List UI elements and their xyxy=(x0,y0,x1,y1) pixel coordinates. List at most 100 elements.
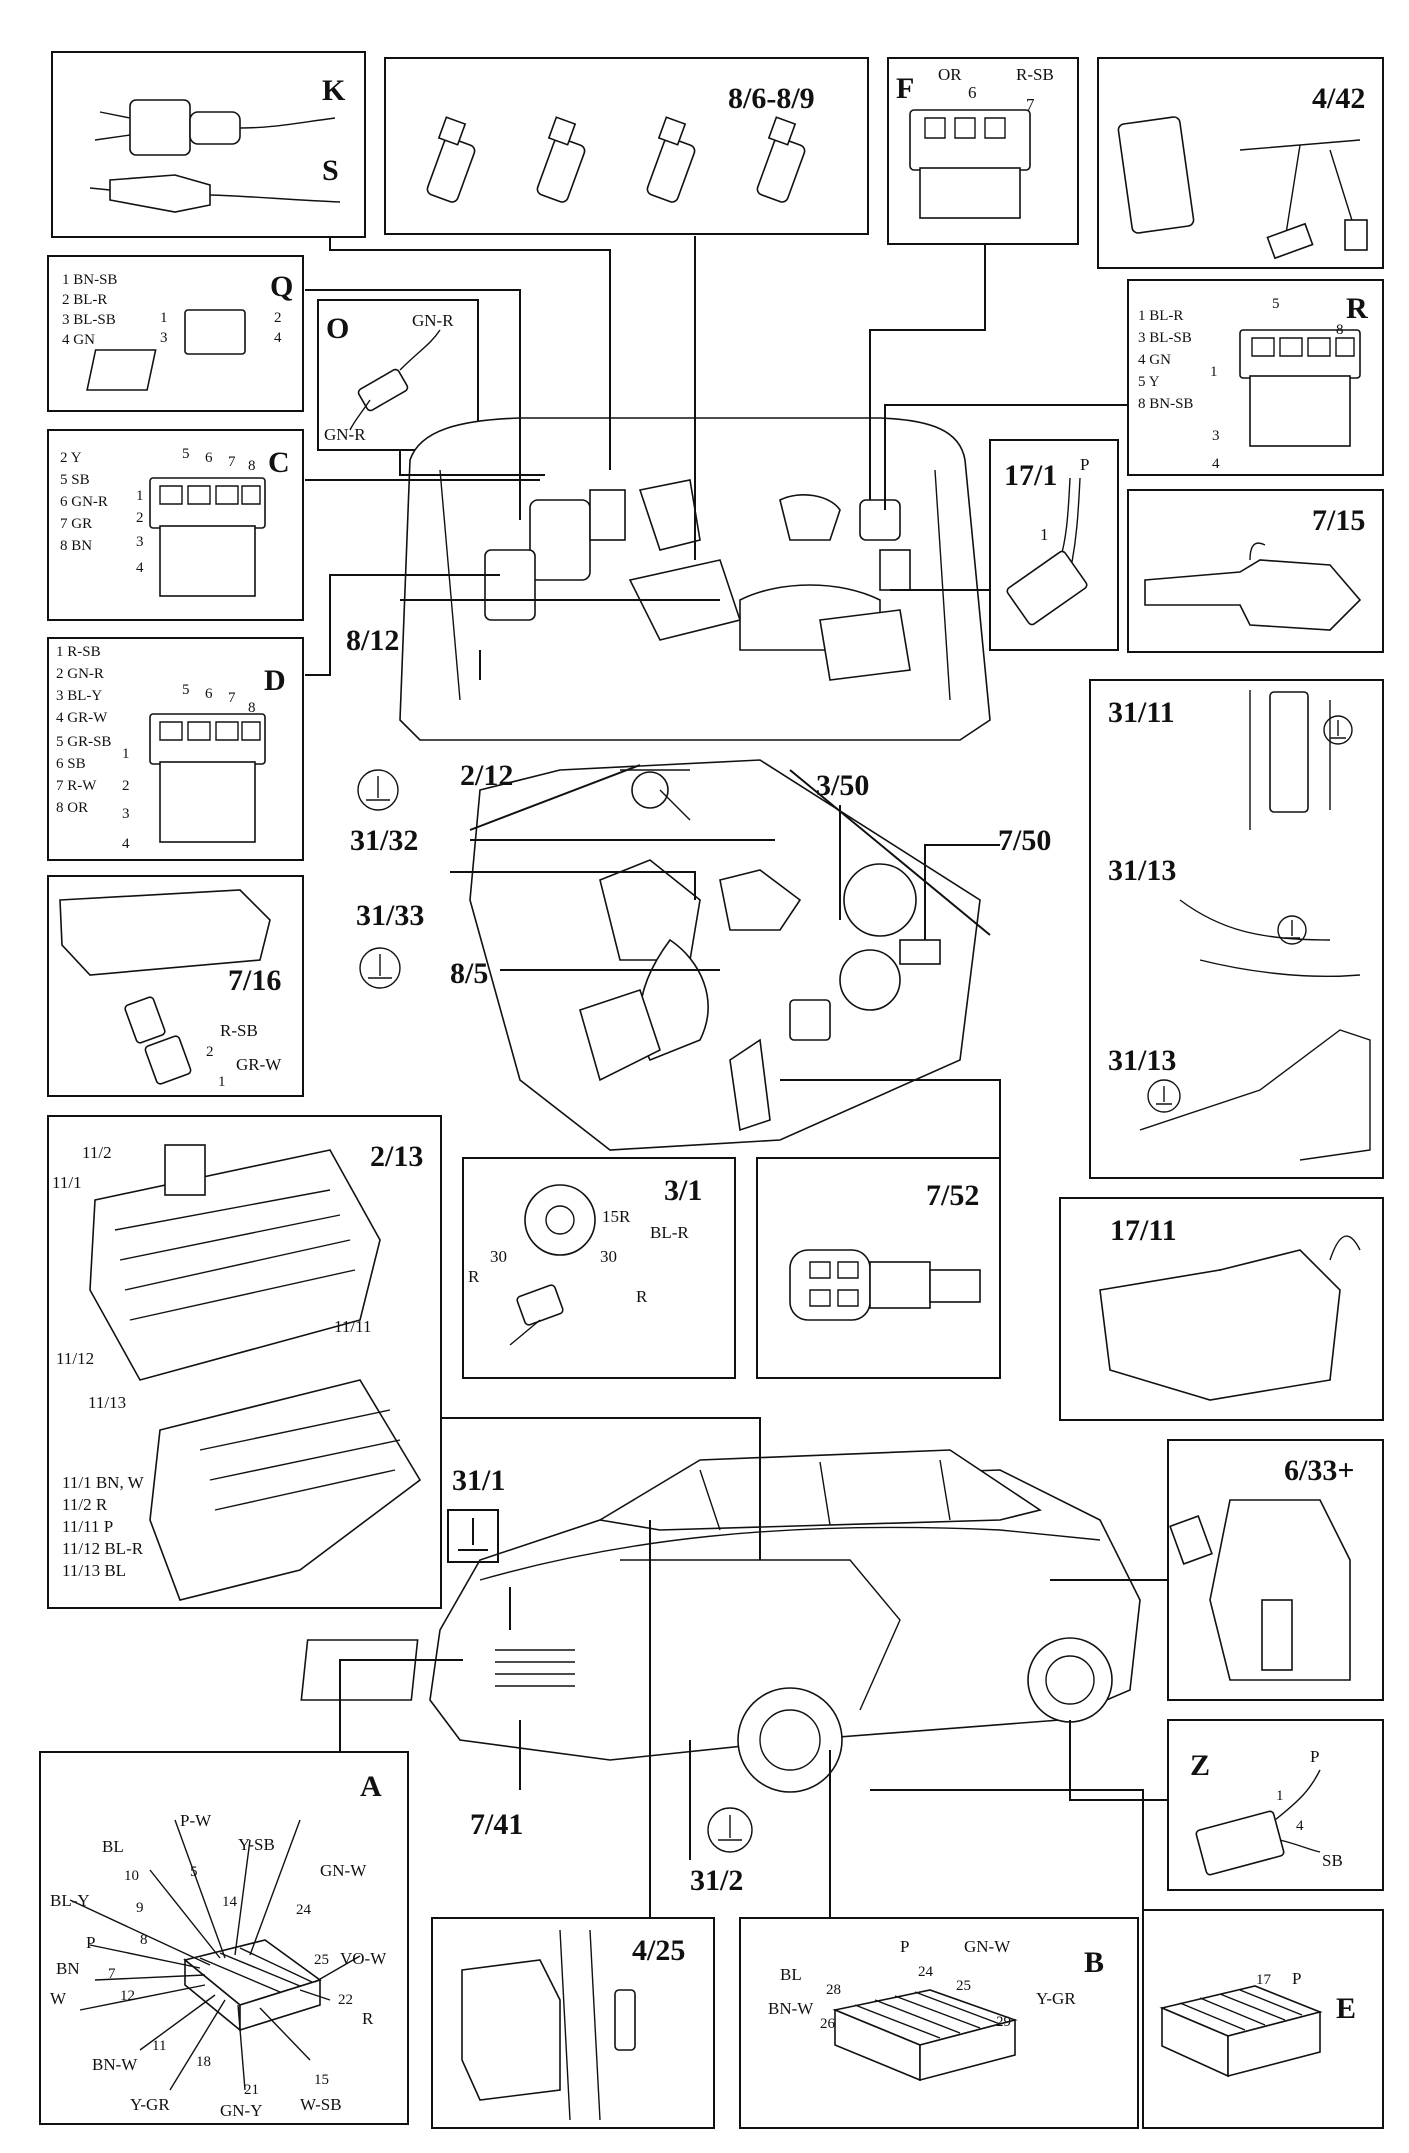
label-z: Z xyxy=(1190,1749,1210,1782)
label-o: O xyxy=(326,312,349,345)
label-17-1: 17/1 xyxy=(1004,459,1057,492)
c-legend-5: 8 BN xyxy=(60,538,92,554)
d-legend-7: 7 R-W xyxy=(56,778,97,794)
q-legend-3: 3 BL-SB xyxy=(62,312,116,328)
a-pin-8: 8 xyxy=(140,1932,148,1948)
r-pin-3: 3 xyxy=(1212,428,1220,444)
ground-symbol-icon xyxy=(357,769,399,811)
17-1-pin-1: 1 xyxy=(1040,525,1049,544)
label-r: R xyxy=(1346,292,1368,325)
d-pin-4: 4 xyxy=(122,836,130,852)
fuse-11-12: 11/12 xyxy=(56,1349,94,1368)
3-1-pin-30-right: 30 xyxy=(600,1247,617,1266)
c-pin-3: 3 xyxy=(136,534,144,550)
injector-1 xyxy=(426,116,476,203)
connector-s-drawing xyxy=(89,174,341,213)
r-pin-8: 8 xyxy=(1336,322,1344,338)
b-pin-y-gr: Y-GR xyxy=(1036,1989,1076,2008)
f-pin-r-sb: R-SB xyxy=(1016,65,1054,84)
panel-z: Z P 1 4 SB xyxy=(1167,1719,1384,1891)
ground-symbol-icon xyxy=(707,1807,753,1853)
a-pin-w-sb: W-SB xyxy=(300,2095,342,2114)
panel-b: B P GN-W BL 28 24 25 BN-W 26 Y-GR 29 xyxy=(739,1917,1139,2129)
label-31-11: 31/11 xyxy=(1108,696,1175,729)
panel-17-1: 17/1 P 1 xyxy=(989,439,1119,651)
d-pin-7: 7 xyxy=(228,690,236,706)
a-pin-w: W xyxy=(50,1989,67,2008)
fuse-11-11: 11/11 xyxy=(334,1317,371,1336)
a-pin-r: R xyxy=(362,2009,374,2028)
fuse-11-1: 11/1 xyxy=(52,1173,82,1192)
panel-31-11: 31/11 31/13 31/13 xyxy=(1089,679,1384,1179)
panel-17-11: 17/11 xyxy=(1059,1197,1384,1421)
label-7-16: 7/16 xyxy=(228,964,281,997)
d-legend-3: 3 BL-Y xyxy=(56,688,102,704)
q-pin-2: 2 xyxy=(274,310,282,326)
3-1-wire-r-left: R xyxy=(468,1267,480,1286)
r-pin-1: 1 xyxy=(1210,364,1218,380)
b-pin-bn-w: BN-W xyxy=(768,1999,814,2018)
injector-3 xyxy=(646,116,696,203)
b-pin-gn-w: GN-W xyxy=(964,1937,1011,1956)
label-4-42: 4/42 xyxy=(1312,82,1365,115)
a-pin-bl: BL xyxy=(102,1837,124,1856)
o-wire-bottom: GN-R xyxy=(324,425,366,444)
center-labels: 8/12 2/12 3/50 7/50 31/32 31/33 8/5 31/1… xyxy=(346,624,1051,1897)
fuse-legend-2: 11/2 R xyxy=(62,1495,108,1514)
c-pin-7: 7 xyxy=(228,454,236,470)
7-16-wire-gr-w: GR-W xyxy=(236,1055,282,1074)
q-legend-2: 2 BL-R xyxy=(62,292,107,308)
label-2-13: 2/13 xyxy=(370,1140,423,1173)
d-pin-8: 8 xyxy=(248,700,256,716)
d-pin-5: 5 xyxy=(182,682,190,698)
f-pin-6: 6 xyxy=(968,83,977,102)
a-pin-p-w: P-W xyxy=(180,1811,212,1830)
label-31-33: 31/33 xyxy=(356,899,424,932)
d-legend-2: 2 GN-R xyxy=(56,666,104,682)
c-pin-2: 2 xyxy=(136,510,144,526)
label-c: C xyxy=(268,446,290,479)
engine-detail-drawing xyxy=(469,759,981,1151)
label-31-32: 31/32 xyxy=(350,824,418,857)
o-wire-top: GN-R xyxy=(412,311,454,330)
c-pin-8: 8 xyxy=(248,458,256,474)
a-pin-25: 25 xyxy=(314,1952,329,1968)
label-3-1: 3/1 xyxy=(664,1174,702,1207)
label-31-13-a: 31/13 xyxy=(1108,854,1176,887)
panel-o: O GN-R GN-R xyxy=(317,299,479,451)
r-legend-1: 1 BL-R xyxy=(1138,308,1183,324)
ground-symbol-icon xyxy=(1323,715,1353,745)
panel-7-15: 7/15 xyxy=(1127,489,1384,653)
leader-lines xyxy=(305,236,1168,1918)
a-pin-18: 18 xyxy=(196,2054,211,2070)
label-s: S xyxy=(322,154,339,187)
17-1-pin-p: P xyxy=(1080,455,1089,474)
label-7-52: 7/52 xyxy=(926,1179,979,1212)
panel-6-33: 6/33+ xyxy=(1167,1439,1384,1701)
injector-4 xyxy=(756,116,806,203)
label-4-25: 4/25 xyxy=(632,1934,685,1967)
label-7-15: 7/15 xyxy=(1312,504,1365,537)
panel-3-1: 3/1 15R BL-R 30 30 R R xyxy=(462,1157,736,1379)
d-legend-1: 1 R-SB xyxy=(56,644,101,660)
q-pin-4: 4 xyxy=(274,330,282,346)
e-pin-17: 17 xyxy=(1256,1972,1272,1988)
ground-symbol-icon xyxy=(1277,915,1307,945)
q-legend-1: 1 BN-SB xyxy=(62,272,117,288)
d-legend-4: 4 GR-W xyxy=(56,710,108,726)
label-2-12: 2/12 xyxy=(460,759,513,792)
injector-2 xyxy=(536,116,586,203)
label-e: E xyxy=(1336,1992,1356,2025)
r-legend-3: 4 GN xyxy=(1138,352,1171,368)
a-pin-24: 24 xyxy=(296,1902,312,1918)
label-k: K xyxy=(322,74,346,107)
r-pin-5: 5 xyxy=(1272,296,1280,312)
d-legend-5: 5 GR-SB xyxy=(56,734,111,750)
car-drawing xyxy=(300,1449,1141,1793)
a-pin-p: P xyxy=(86,1933,95,1952)
a-pin-14: 14 xyxy=(222,1894,238,1910)
panel-fusebox: 2/13 11/2 11/1 11/11 11/12 11/13 11/1 BN… xyxy=(47,1115,442,1609)
a-pin-21: 21 xyxy=(244,2082,259,2098)
z-pin-1: 1 xyxy=(1276,1788,1284,1804)
